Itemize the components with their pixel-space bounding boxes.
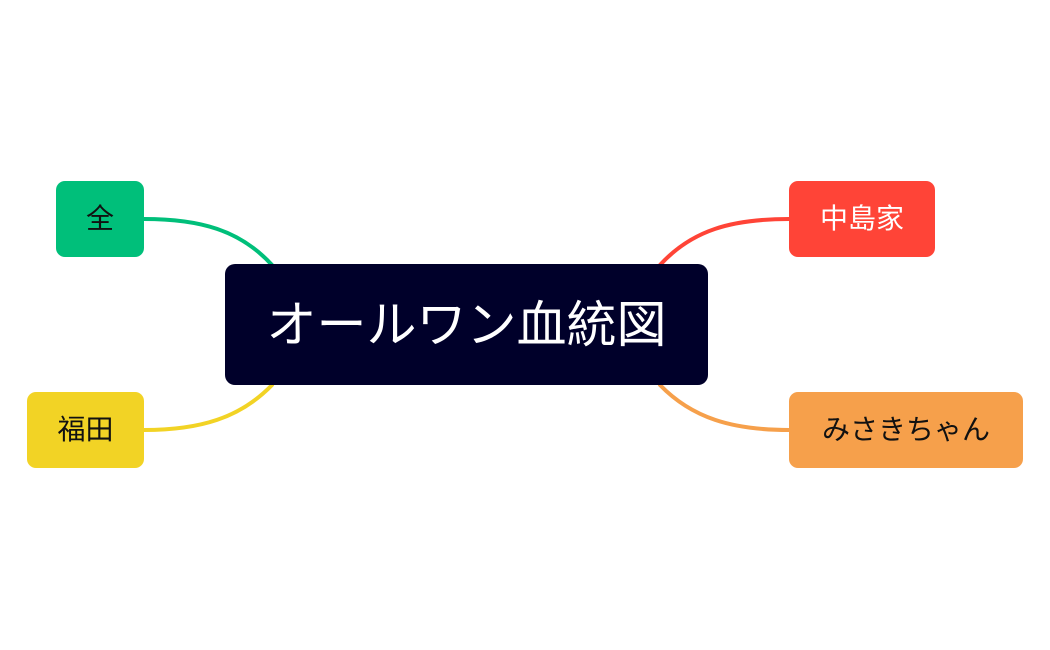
branch-node-nakajima[interactable]: 中島家 (789, 181, 935, 257)
root-topic-node[interactable]: オールワン血統図 (225, 264, 708, 385)
branch-label-misaki: みさきちゃん (821, 413, 990, 446)
connector-misaki (658, 383, 791, 432)
branch-label-nakajima: 中島家 (819, 202, 904, 235)
branch-label-fukuda: 福田 (57, 413, 114, 446)
connector-fukuda (142, 383, 274, 432)
connector-zen (142, 217, 274, 267)
branch-node-fukuda[interactable]: 福田 (27, 392, 144, 468)
root-topic-label: オールワン血統図 (266, 295, 667, 354)
branch-node-misaki[interactable]: みさきちゃん (789, 392, 1023, 468)
branch-node-zen[interactable]: 全 (56, 181, 144, 257)
branch-label-zen: 全 (85, 202, 114, 235)
connector-nakajima (658, 217, 791, 267)
